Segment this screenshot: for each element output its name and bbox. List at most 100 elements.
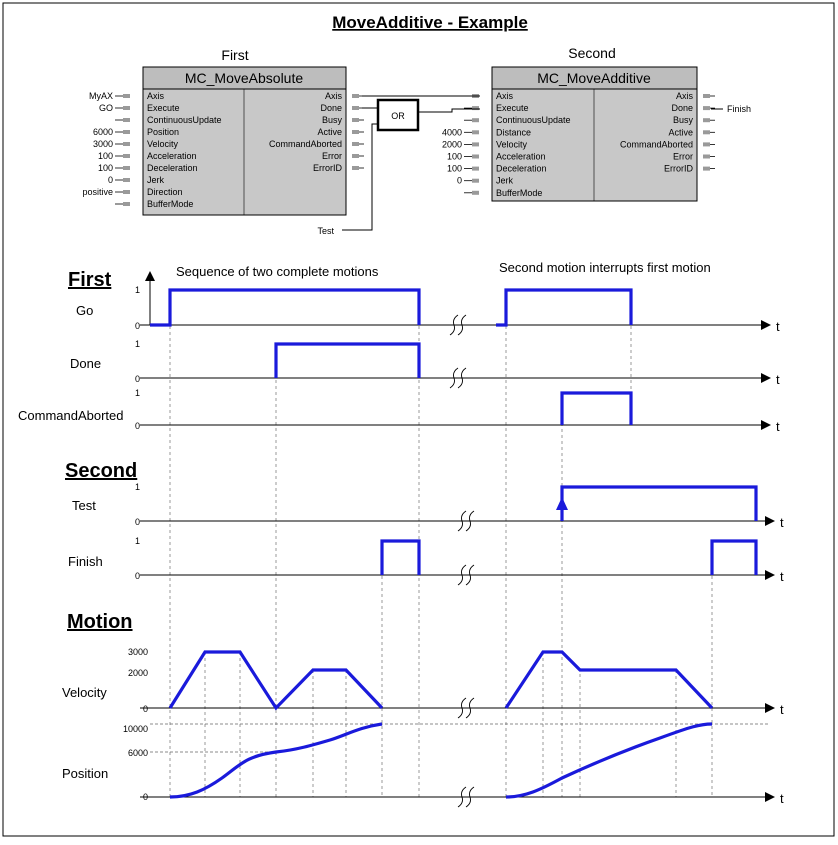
input-value: 3000: [93, 139, 113, 149]
axis-break-mark: [457, 564, 475, 586]
time-axis-label: t: [776, 319, 780, 334]
input-pin: [123, 202, 130, 206]
axis-break-mark: [457, 510, 475, 532]
position-tick-label: 10000: [123, 724, 148, 734]
axis-break-mark: [449, 314, 467, 336]
input-pin: [472, 166, 479, 171]
input-pin-label: Axis: [147, 91, 165, 101]
section-first: First: [68, 269, 112, 291]
signal-traces: [150, 288, 758, 799]
y-tick-label: 1: [135, 482, 140, 492]
input-pin-label: Acceleration: [147, 151, 197, 161]
input-value: 0: [457, 176, 462, 186]
wire-test-to-or: [342, 123, 378, 231]
first-block-caption: First: [221, 47, 248, 63]
go-trace-second: [496, 288, 633, 327]
output-pin-label: Axis: [325, 91, 343, 101]
wire-or-to-execute: [418, 108, 480, 113]
input-value: positive: [82, 187, 113, 197]
first-block-name: MC_MoveAbsolute: [185, 70, 303, 86]
input-pin: [123, 130, 130, 134]
y-tick-label: 1: [135, 285, 140, 295]
test-input-label: Test: [317, 226, 334, 236]
output-pin: [352, 118, 359, 122]
or-gate: [376, 98, 420, 132]
input-pin-label: Execute: [496, 103, 529, 113]
annotation-left: Sequence of two complete motions: [176, 264, 379, 279]
y-tick-label: 0: [135, 321, 140, 331]
finish-trace-second: [710, 539, 758, 575]
position-tick-label: 0: [143, 792, 148, 802]
position-trace-second: [505, 722, 713, 799]
input-pin: [123, 178, 130, 182]
output-pin-label: CommandAborted: [620, 139, 693, 149]
input-pin-label: Position: [147, 127, 179, 137]
done-trace: [274, 342, 421, 378]
output-pin: [352, 130, 359, 134]
output-pin: [352, 94, 359, 98]
section-motion: Motion: [67, 611, 133, 633]
vertical-guide-lines: [169, 290, 757, 797]
y-tick-label: 0: [135, 421, 140, 431]
output-pin: [703, 106, 710, 111]
signal-label-go: Go: [76, 303, 93, 318]
finish-trace-first: [380, 539, 421, 575]
input-pin-label: ContinuousUpdate: [147, 115, 222, 125]
time-axis-label: t: [780, 515, 784, 530]
y-tick-label: 1: [135, 388, 140, 398]
test-rising-edge-arrow: [556, 497, 568, 510]
input-pin-label: Velocity: [496, 139, 528, 149]
time-axis-label: t: [780, 791, 784, 806]
input-pin: [472, 154, 479, 159]
output-pin: [703, 94, 710, 98]
second-block-name: MC_MoveAdditive: [537, 70, 651, 86]
input-pin: [123, 154, 130, 158]
output-pin: [703, 166, 710, 171]
output-pin: [703, 118, 710, 123]
input-pin: [123, 166, 130, 170]
signal-label-done: Done: [70, 356, 101, 371]
input-value: 6000: [93, 127, 113, 137]
position-tick-label: 6000: [128, 748, 148, 758]
first-block-outputs: AxisDoneBusyActiveCommandAbortedErrorErr…: [269, 91, 364, 173]
output-pin: [703, 142, 710, 147]
second-function-block: MC_MoveAdditive AxisExecuteContinuousUpd…: [442, 66, 715, 202]
output-pin-label: CommandAborted: [269, 139, 342, 149]
input-pin-label: ContinuousUpdate: [496, 115, 571, 125]
input-pin-label: Deceleration: [496, 164, 547, 174]
first-block-header: [142, 66, 347, 90]
first-function-block: MC_MoveAbsolute AxisMyAXExecuteGOContinu…: [82, 66, 364, 216]
finish-output-label: Finish: [727, 104, 751, 114]
time-axis-label: t: [776, 372, 780, 387]
input-pin: [472, 130, 479, 135]
y-tick-label: 0: [135, 571, 140, 581]
output-pin-label: Busy: [673, 115, 694, 125]
input-pin: [472, 142, 479, 147]
output-pin-label: ErrorID: [664, 164, 694, 174]
time-axis-label: t: [780, 702, 784, 717]
go-trace-first: [150, 288, 421, 327]
output-pin: [352, 166, 359, 170]
input-value: 2000: [442, 139, 462, 149]
signal-label-finish: Finish: [68, 554, 103, 569]
input-pin: [123, 142, 130, 146]
input-pin: [123, 94, 130, 98]
output-pin-label: Done: [671, 103, 693, 113]
input-value: 100: [447, 152, 462, 162]
y-tick-label: 0: [135, 374, 140, 384]
output-pin-label: Busy: [322, 115, 343, 125]
input-pin: [123, 190, 130, 194]
input-pin-label: Velocity: [147, 139, 179, 149]
second-block-header: [491, 66, 698, 90]
input-pin-label: BufferMode: [147, 199, 193, 209]
input-value: 100: [98, 151, 113, 161]
velocity-tick-label: 3000: [128, 647, 148, 657]
input-pin-label: BufferMode: [496, 188, 542, 198]
signal-label-position: Position: [62, 766, 108, 781]
output-pin-label: Error: [673, 152, 693, 162]
input-pin: [472, 118, 479, 123]
y-tick-label: 1: [135, 536, 140, 546]
output-pin-label: ErrorID: [313, 163, 343, 173]
